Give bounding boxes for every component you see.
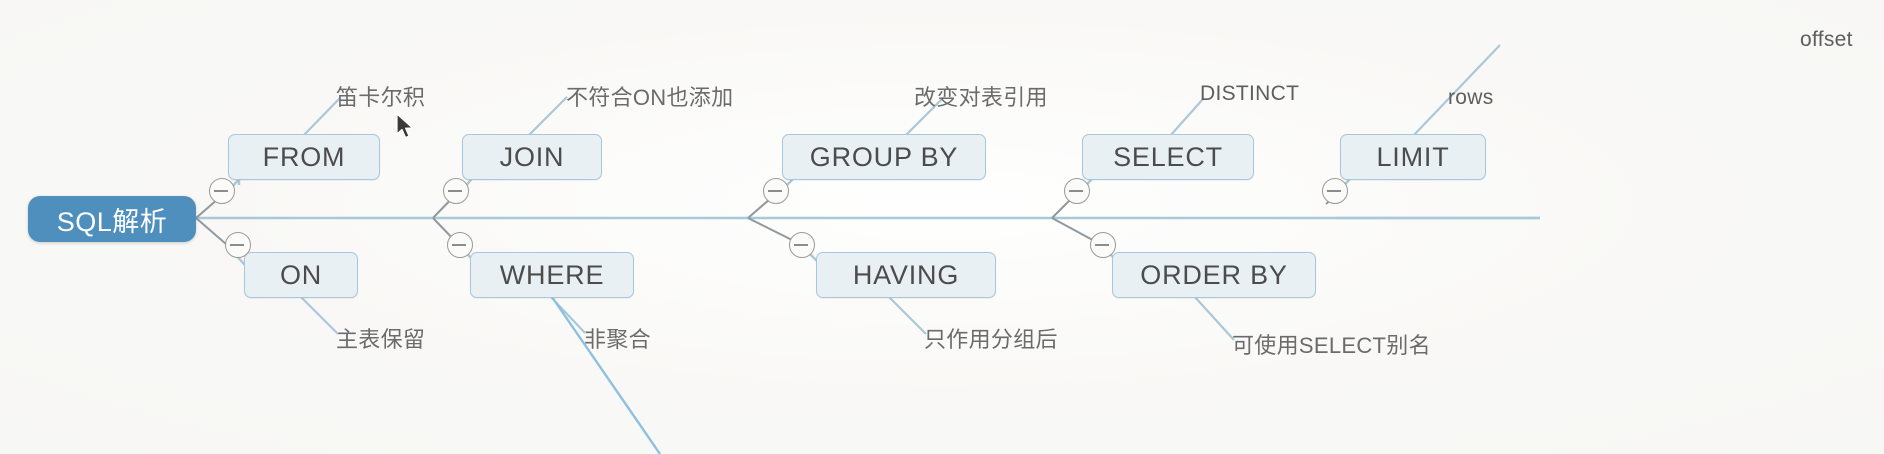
collapse-toggle-on[interactable] [225, 232, 251, 258]
note-label-change-table-ref[interactable]: 改变对表引用 [914, 85, 1048, 110]
note-label-keep-main-table[interactable]: 主表保留 [336, 327, 426, 352]
topic-node-select[interactable]: SELECT [1082, 134, 1254, 180]
topic-node-on[interactable]: ON [244, 252, 358, 298]
topic-node-limit[interactable]: LIMIT [1340, 134, 1486, 180]
topic-node-from[interactable]: FROM [228, 134, 380, 180]
topic-node-label: WHERE [499, 259, 605, 290]
collapse-toggle-limit[interactable] [1322, 178, 1348, 204]
collapse-toggle-select[interactable] [1064, 178, 1090, 204]
topic-node-where[interactable]: WHERE [470, 252, 634, 298]
topic-node-order-by[interactable]: ORDER BY [1112, 252, 1316, 298]
root-node[interactable]: SQL解析 [28, 196, 196, 242]
topic-node-label: HAVING [852, 259, 960, 290]
collapse-toggle-join[interactable] [443, 178, 469, 204]
note-label-select-alias[interactable]: 可使用SELECT别名 [1232, 333, 1431, 358]
topic-node-group-by[interactable]: GROUP BY [782, 134, 986, 180]
topic-node-label: JOIN [499, 141, 565, 172]
note-label-offset[interactable]: offset [1800, 28, 1853, 51]
collapse-toggle-having[interactable] [789, 232, 815, 258]
root-node-label: SQL解析 [56, 206, 168, 237]
note-label-non-aggregate[interactable]: 非聚合 [584, 327, 651, 352]
note-label-distinct[interactable]: DISTINCT [1200, 82, 1300, 105]
note-label-join-unmatched[interactable]: 不符合ON也添加 [566, 85, 734, 110]
note-label-cartesian-product[interactable]: 笛卡尔积 [336, 85, 426, 110]
note-label-after-grouping[interactable]: 只作用分组后 [924, 327, 1058, 352]
topic-node-label: LIMIT [1376, 141, 1450, 172]
topic-node-label: ON [279, 259, 323, 290]
collapse-toggle-order-by[interactable] [1090, 232, 1116, 258]
collapse-toggle-from[interactable] [209, 178, 235, 204]
topic-node-having[interactable]: HAVING [816, 252, 996, 298]
collapse-toggle-where[interactable] [447, 232, 473, 258]
topic-node-label: GROUP BY [809, 141, 959, 172]
topic-node-label: ORDER BY [1140, 259, 1288, 290]
topic-node-label: FROM [262, 141, 346, 172]
topic-node-join[interactable]: JOIN [462, 134, 602, 180]
note-label-rows[interactable]: rows [1448, 86, 1494, 109]
collapse-toggle-group-by[interactable] [763, 178, 789, 204]
topic-node-label: SELECT [1113, 141, 1223, 172]
